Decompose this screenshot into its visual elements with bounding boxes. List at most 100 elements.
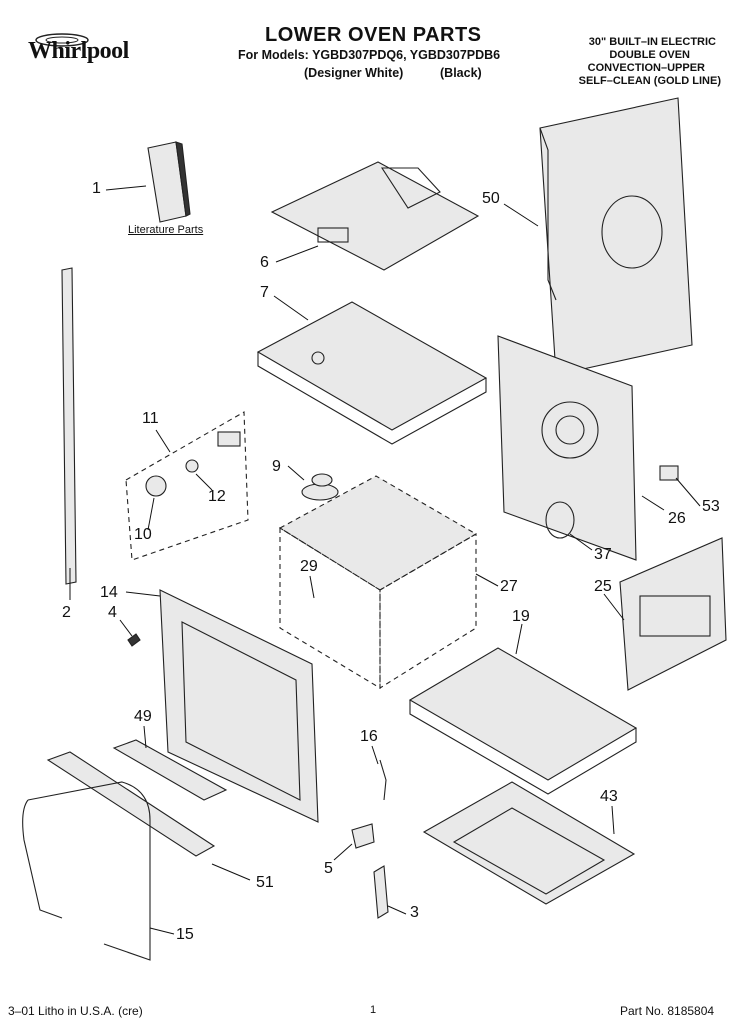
callout-49: 49	[134, 708, 152, 725]
leader-14	[125, 591, 161, 597]
callout-12: 12	[208, 488, 226, 505]
footer-litho-note: 3–01 Litho in U.S.A. (cre)	[8, 1004, 143, 1018]
leader-49	[143, 725, 147, 749]
vent-cover-drawing	[270, 161, 480, 271]
knob-drawing	[145, 475, 167, 497]
side-panel-window	[639, 595, 711, 637]
callout-27: 27	[500, 578, 518, 595]
leader-25	[603, 593, 625, 621]
leader-37	[569, 533, 593, 551]
callout-50: 50	[482, 190, 500, 207]
callout-6: 6	[260, 254, 269, 271]
callout-9: 9	[272, 458, 281, 475]
tray-recess	[452, 807, 606, 895]
leader-6	[275, 245, 319, 263]
product-description-line-4: SELF–CLEAN (GOLD LINE)	[578, 75, 721, 87]
literature-booklet-spine	[175, 141, 191, 217]
knob-group-outline	[125, 411, 249, 561]
leader-51	[211, 863, 251, 881]
callout-29: 29	[300, 558, 318, 575]
callout-15: 15	[176, 926, 194, 943]
front-frame-window	[181, 621, 301, 801]
callout-7: 7	[260, 284, 269, 301]
leader-7	[273, 295, 309, 321]
literature-parts-label: Literature Parts	[128, 224, 204, 236]
leader-26	[641, 495, 665, 511]
footer-page-number: 1	[370, 1004, 377, 1016]
callout-51: 51	[256, 874, 274, 891]
models-line: For Models: YGBD307PDQ6, YGBD307PDB6	[238, 48, 501, 62]
leader-53	[675, 477, 701, 507]
leader-15	[149, 927, 175, 935]
whirlpool-logo: Whirlpool	[22, 28, 160, 78]
trim-strip-drawing	[61, 267, 77, 585]
fan-motor-top	[311, 473, 333, 487]
callout-53: 53	[702, 498, 720, 515]
leader-16	[371, 745, 379, 765]
callout-10: 10	[134, 526, 152, 543]
top-panel-lip	[257, 352, 487, 445]
product-description-line-1: 30" BUILT–IN ELECTRIC	[588, 36, 716, 48]
leader-19	[515, 623, 523, 655]
bottom-panel-lip	[409, 700, 637, 795]
leader-1	[105, 185, 147, 191]
oven-cavity-right	[379, 533, 477, 689]
switch-drawing	[217, 431, 241, 447]
rear-panel-drawing	[539, 97, 693, 376]
variant-designer-white: (Designer White)	[304, 66, 404, 80]
callout-43: 43	[600, 788, 618, 805]
callout-2: 2	[62, 604, 71, 621]
leader-10	[147, 497, 155, 531]
product-description-line-2: DOUBLE OVEN	[609, 49, 690, 61]
leader-5	[333, 843, 353, 861]
bracket-fan-hub	[555, 415, 585, 445]
rear-panel-flange	[539, 127, 557, 301]
rear-panel-fan-opening	[601, 195, 663, 269]
leader-4	[119, 619, 133, 637]
callout-26: 26	[668, 510, 686, 527]
leader-43	[611, 805, 615, 835]
screw-drawing	[127, 633, 141, 647]
bracket-panel-drawing	[497, 335, 637, 561]
door-gasket-drawing	[27, 781, 151, 961]
callout-11: 11	[142, 410, 159, 427]
side-panel-drawing	[619, 537, 727, 691]
hinge-drawing	[373, 865, 389, 919]
leader-29	[309, 575, 315, 599]
spring-drawing	[379, 759, 387, 801]
variant-black: (Black)	[440, 66, 482, 80]
callout-37: 37	[594, 546, 612, 563]
leader-9	[287, 465, 305, 481]
callout-5: 5	[324, 860, 333, 877]
callout-4: 4	[108, 604, 117, 621]
callout-25: 25	[594, 578, 612, 595]
bottom-trim-drawing	[112, 739, 228, 801]
footer-part-number: Part No. 8185804	[620, 1004, 715, 1018]
top-panel-hole	[311, 351, 325, 365]
leader-50	[503, 203, 539, 227]
bottom-panel-drawing	[408, 647, 638, 781]
leader-27	[475, 573, 499, 587]
vent-cover-opening	[317, 227, 349, 243]
callout-3: 3	[410, 904, 419, 921]
product-description-line-3: CONVECTION–UPPER	[587, 62, 705, 74]
knob-insert-drawing	[185, 459, 199, 473]
logo-swoosh-icon	[35, 33, 89, 47]
gasket-drawing	[545, 501, 575, 539]
callout-1: 1	[92, 180, 101, 197]
leader-3	[387, 905, 407, 915]
clip-drawing	[659, 465, 679, 481]
leader-11	[155, 429, 171, 453]
bracket-fan-ring	[541, 401, 599, 459]
callout-19: 19	[512, 608, 530, 625]
door-gasket-left	[22, 799, 63, 919]
leader-12	[195, 473, 213, 491]
callout-14: 14	[100, 584, 118, 601]
vent-cover-duct	[380, 167, 441, 209]
oven-cavity-top	[278, 475, 478, 591]
front-frame-drawing	[159, 589, 319, 823]
vent-grille-drawing	[46, 751, 216, 857]
logo-wordmark: Whirlpool	[28, 38, 129, 64]
